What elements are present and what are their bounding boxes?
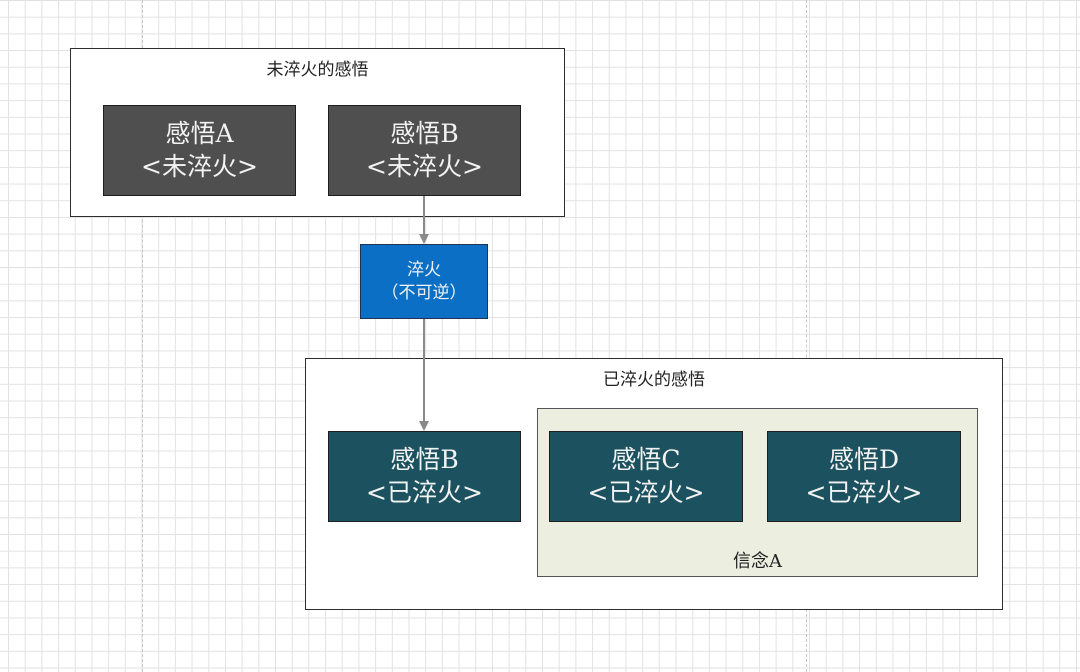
insight-c-quenched-node[interactable]: 感悟C <已淬火> — [549, 431, 743, 522]
node-status: <已淬火> — [366, 477, 483, 507]
insight-b-unquenched-node[interactable]: 感悟B <未淬火> — [328, 105, 521, 196]
insight-b-quenched-node[interactable]: 感悟B <已淬火> — [328, 431, 521, 522]
node-title: 感悟B — [390, 445, 459, 474]
page-break-line-right — [806, 0, 807, 672]
arrowhead-icon — [419, 234, 429, 244]
node-status: <未淬火> — [141, 151, 258, 181]
unquenched-container-title: 未淬火的感悟 — [266, 60, 369, 80]
node-title: 感悟B — [390, 119, 459, 148]
insight-a-unquenched-node[interactable]: 感悟A <未淬火> — [103, 105, 296, 196]
node-title: 感悟D — [828, 445, 900, 474]
node-status: <已淬火> — [587, 477, 705, 507]
process-subtitle: （不可逆） — [381, 282, 467, 303]
node-status: <已淬火> — [805, 477, 923, 507]
belief-a-label: 信念A — [733, 551, 782, 572]
page-break-line-left — [142, 0, 143, 672]
node-title: 感悟A — [165, 119, 234, 148]
quench-process-node[interactable]: 淬火 （不可逆） — [360, 244, 488, 319]
node-title: 感悟C — [611, 445, 681, 474]
insight-d-quenched-node[interactable]: 感悟D <已淬火> — [767, 431, 961, 522]
process-title: 淬火 — [407, 260, 441, 281]
quenched-container-title: 已淬火的感悟 — [603, 370, 705, 390]
node-status: <未淬火> — [366, 151, 483, 181]
